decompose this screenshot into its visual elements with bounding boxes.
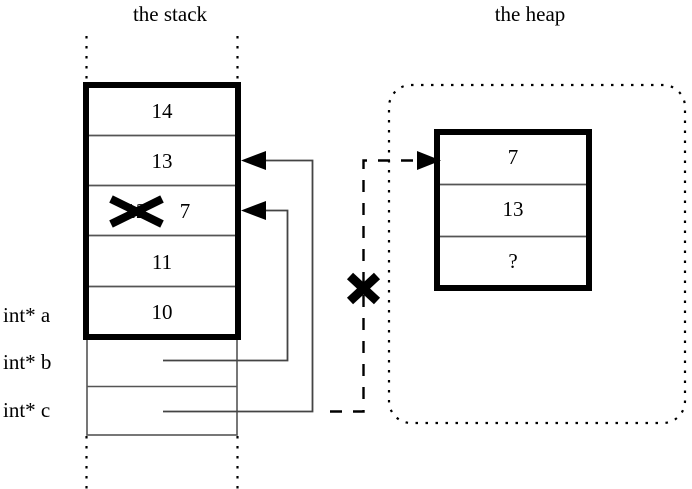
heap-cell-7-value: 7 [507, 145, 519, 169]
stack-cell-12-new-value: 7 [179, 199, 191, 223]
x-cross-mark [346, 272, 381, 305]
stack-cell-14-value: 14 [151, 99, 173, 123]
heap-frame [434, 129, 592, 291]
pointer-slot-b-label: int* b [3, 350, 52, 374]
x-strike-mark [109, 195, 164, 228]
heap-cell-13-value: 13 [502, 197, 524, 221]
heap-region-outline [387, 83, 687, 425]
broken-heap-pointer-arrow [330, 151, 441, 413]
stack-cell-10-value: 10 [151, 300, 173, 324]
heap-cell-unknown-value: ? [508, 249, 518, 273]
stack-cell-11-value: 11 [151, 250, 173, 274]
stack-cell-13-value: 13 [151, 149, 173, 173]
pointer-c-arrow [163, 151, 314, 413]
stack-frame [83, 82, 241, 340]
stack-title: the stack [132, 2, 208, 26]
heap-title: the heap [494, 2, 566, 26]
pointer-slot-a-label: int* a [3, 303, 51, 327]
pointer-slot-c-label: int* c [3, 398, 51, 422]
pointer-b-arrow [163, 201, 289, 362]
stack-cell-12-old-value: 12 [125, 199, 147, 223]
